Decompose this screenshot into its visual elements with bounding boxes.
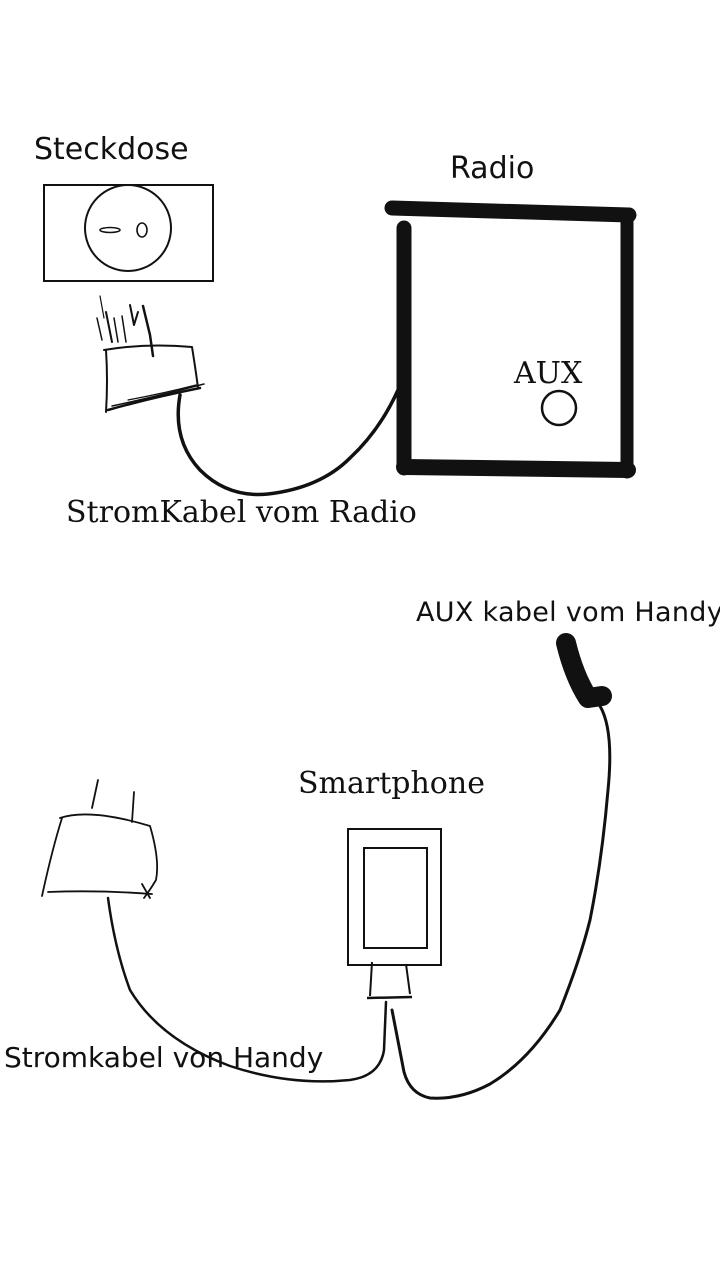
radio-label: Radio	[450, 151, 534, 186]
radio	[384, 200, 637, 479]
phone-power-plug	[41, 779, 159, 899]
outlet-slot-left	[99, 226, 121, 234]
radio-power-cable-label: StromKabel vom Radio	[66, 495, 417, 530]
aux-cable	[390, 704, 612, 1100]
smartphone	[347, 828, 442, 1000]
smartphone-label: Smartphone	[298, 766, 485, 801]
aux-cable-plug	[556, 633, 612, 708]
aux-cable-label: AUX kabel vom Handy	[416, 597, 720, 628]
phone-power-cable	[106, 896, 388, 1083]
aux-port-label: AUX	[513, 356, 583, 391]
phone-power-cable-label: Stromkabel von Handy	[4, 1041, 323, 1074]
outlet-plate	[43, 184, 214, 282]
radio-power-plug	[96, 295, 205, 413]
outlet-label: Steckdose	[34, 132, 189, 167]
outlet-socket	[84, 184, 172, 272]
aux-port-icon	[540, 389, 578, 427]
radio-power-cable	[176, 370, 404, 497]
wall-outlet	[43, 184, 214, 282]
outlet-slot-right	[136, 222, 148, 238]
smartphone-screen	[363, 847, 428, 949]
